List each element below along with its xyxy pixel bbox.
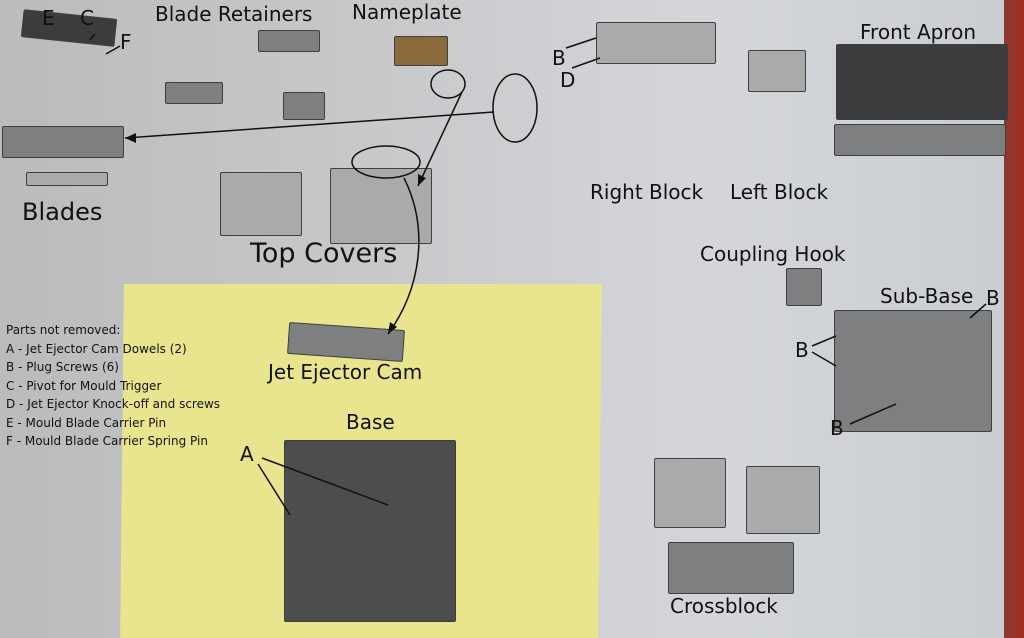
label-nameplate: Nameplate [352,0,462,24]
label-front-apron: Front Apron [860,20,977,44]
label-B: B [552,46,566,70]
label-base: Base [346,410,395,434]
arrow-C [89,33,96,41]
label-A: A [240,442,254,466]
parts-not-removed-legend: Parts not removed: A - Jet Ejector Cam D… [6,321,220,451]
top-cover [220,172,302,236]
front-apron-bar [834,124,1006,156]
screws-circle [351,145,421,179]
label-F: F [120,30,132,54]
arrow-A [261,457,389,506]
arrow-A [257,463,291,516]
blade-retainer [258,30,320,52]
legend-item: A - Jet Ejector Cam Dowels (2) [6,341,187,356]
label-blade-retainers: Blade Retainers [155,2,313,26]
base-part [284,440,456,622]
arrow-D [571,57,601,69]
label-coupling-hook: Coupling Hook [700,242,846,266]
screws-circle [430,69,466,99]
arrow-B [811,335,837,347]
arrow-B [811,351,837,367]
label-B: B [795,338,809,362]
blade-part [26,172,108,186]
label-E: E [42,6,55,30]
nameplate-part [394,36,448,66]
legend-item: F - Mould Blade Carrier Spring Pin [6,434,208,448]
label-top-covers: Top Covers [250,238,398,269]
crossblock-part [654,458,726,528]
legend-item: C - Pivot for Mould Trigger [6,378,162,393]
arrow-B [849,403,897,425]
red-edge [1004,0,1024,638]
legend-title: Parts not removed: [6,323,121,337]
crossblock-part [668,542,794,594]
arrow-to-top-covers [417,91,463,187]
right-block-part [596,22,716,64]
label-right-block: Right Block [590,180,704,204]
crossblock-part [746,466,820,534]
cam-part-circle [492,73,538,143]
arrow-B [565,37,597,49]
label-jet-ejector-cam: Jet Ejector Cam [268,360,423,384]
front-apron-part [836,44,1008,120]
arrow-B [969,303,987,319]
label-C: C [80,6,94,30]
sub-base-part [834,310,992,432]
label-B: B [830,416,844,440]
label-sub-base: Sub-Base [880,284,974,308]
label-crossblock: Crossblock [670,594,778,618]
blade-retainer [165,82,223,104]
legend-item: D - Jet Ejector Knock-off and screws [6,397,221,411]
blade-retainer [283,92,325,120]
coupling-hook-part [786,268,822,306]
arrow-to-jet-ejector-cam [387,177,420,335]
label-blades: Blades [22,198,103,226]
label-D: D [560,68,576,92]
blade-part [2,126,124,158]
legend-item: B - Plug Screws (6) [6,360,119,374]
arrow-F [105,45,121,55]
label-B: B [986,286,1000,310]
left-block-part [748,50,806,92]
label-left-block: Left Block [730,180,829,204]
legend-item: E - Mould Blade Carrier Pin [6,415,167,430]
arrow-to-blades [124,111,495,139]
